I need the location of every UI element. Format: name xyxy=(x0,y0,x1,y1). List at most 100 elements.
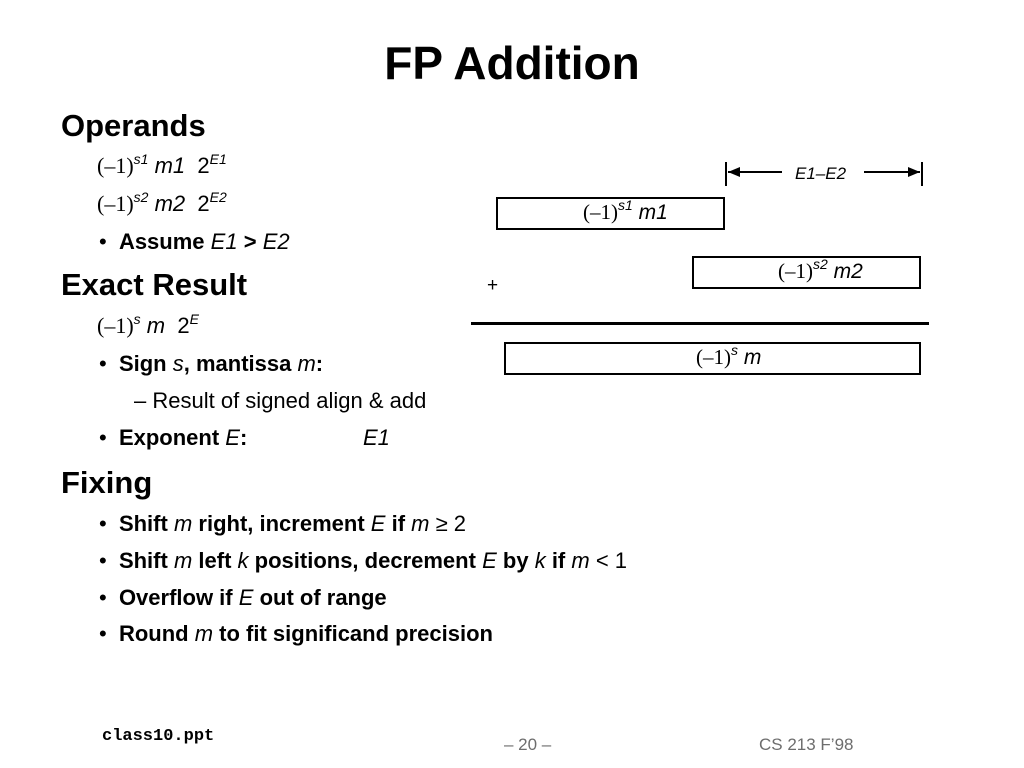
sub-bullet-align-add: – Result of signed align & add xyxy=(134,388,426,414)
var-m: m xyxy=(173,511,193,536)
var-m: m xyxy=(194,621,214,646)
arrowhead-left-icon xyxy=(728,167,740,177)
text: : xyxy=(315,351,324,376)
footer-filename: class10.ppt xyxy=(102,727,215,746)
operand-1-line: (–1)s1 m1 2E1 xyxy=(97,151,227,179)
exponent: E1 xyxy=(209,151,227,167)
paren: (–1) xyxy=(97,153,134,178)
text: left xyxy=(198,548,232,573)
sign-exponent: s xyxy=(133,311,141,327)
sign-exponent: s1 xyxy=(133,151,149,167)
var-k: k xyxy=(534,548,546,573)
bullet-sign-mantissa: • Sign s, mantissa m: xyxy=(99,351,323,377)
sign-exponent: s xyxy=(731,342,738,358)
text: by xyxy=(502,548,529,573)
paren: (–1) xyxy=(97,191,134,216)
assume-lhs: E1 xyxy=(210,229,238,254)
var-E: E xyxy=(370,511,386,536)
text: Shift xyxy=(118,548,168,573)
sum-rule xyxy=(471,322,929,325)
result-box-label: (–1)s m xyxy=(696,342,762,370)
exact-result-line: (–1)s m 2E xyxy=(97,311,199,339)
var-m: m xyxy=(411,511,430,536)
var-k: k xyxy=(237,548,249,573)
var-E1: E1 xyxy=(363,425,390,450)
bullet-shift-left: • Shift m left k positions, decrement E … xyxy=(99,548,627,574)
text: positions, decrement xyxy=(254,548,476,573)
bullet-overflow: • Overflow if E out of range xyxy=(99,585,387,611)
mantissa: m xyxy=(146,313,166,338)
bullet-assume: • Assume E1 > E2 xyxy=(99,229,290,255)
bullet-glyph: • xyxy=(99,425,107,450)
footer-course: CS 213 F’98 xyxy=(759,735,854,754)
mantissa: m1 xyxy=(638,201,668,224)
bullet-round: • Round m to fit significand precision xyxy=(99,621,493,647)
text: if xyxy=(391,511,406,536)
var-E: E xyxy=(238,585,254,610)
result-box xyxy=(504,342,921,375)
operand-2-box xyxy=(692,256,921,289)
operand-1-box xyxy=(496,197,725,230)
text: , mantissa xyxy=(183,351,292,376)
bullet-glyph: • xyxy=(99,585,107,610)
var-m: m xyxy=(173,548,193,573)
bullet-shift-right: • Shift m right, increment E if m ≥ 2 xyxy=(99,511,466,537)
heading-exact-result: Exact Result xyxy=(61,267,248,302)
mantissa: m1 xyxy=(154,153,186,178)
paren: (–1) xyxy=(696,345,731,369)
text: : xyxy=(239,425,248,450)
paren: (–1) xyxy=(583,200,618,224)
text: if xyxy=(551,548,566,573)
text: Round xyxy=(118,621,189,646)
shift-dimension-arrow xyxy=(725,162,923,186)
footer-page-number: – 20 – xyxy=(504,735,552,754)
bullet-glyph: • xyxy=(99,229,107,254)
dash-glyph: – xyxy=(134,388,147,413)
var-E: E xyxy=(225,425,240,450)
text: right, increment xyxy=(198,511,365,536)
heading-fixing: Fixing xyxy=(61,465,153,500)
shift-label: E1–E2 xyxy=(795,164,846,184)
text: Result of signed align & add xyxy=(152,388,427,413)
text: < 1 xyxy=(595,548,628,573)
shift-label-text: E1–E2 xyxy=(795,164,847,183)
text: Exponent xyxy=(118,425,220,450)
assume-word: Assume xyxy=(118,229,205,254)
bullet-glyph: • xyxy=(99,511,107,536)
bullet-exponent: • Exponent E: xyxy=(99,425,247,451)
text: ≥ 2 xyxy=(435,511,467,536)
arrowhead-right-icon xyxy=(908,167,920,177)
paren: (–1) xyxy=(778,259,813,283)
sign-exponent: s2 xyxy=(133,189,149,205)
var-m: m xyxy=(571,548,590,573)
sign-exponent: s2 xyxy=(813,256,828,272)
var-E: E xyxy=(482,548,497,573)
base: 2 xyxy=(177,313,190,338)
operand-1-box-label: (–1)s1 m1 xyxy=(583,197,668,225)
var-m: m xyxy=(297,351,316,376)
paren: (–1) xyxy=(97,313,134,338)
text: Sign xyxy=(118,351,167,376)
bullet-glyph: • xyxy=(99,351,107,376)
bullet-glyph: • xyxy=(99,621,107,646)
exponent-value: E1 xyxy=(363,425,390,451)
slide-title: FP Addition xyxy=(384,37,640,89)
text: Overflow if xyxy=(118,585,233,610)
mantissa: m xyxy=(743,346,762,369)
sign-exponent: s1 xyxy=(618,197,633,213)
text: Shift xyxy=(118,511,168,536)
var-s: s xyxy=(172,351,184,376)
exponent: E xyxy=(189,311,199,327)
heading-operands: Operands xyxy=(61,108,206,143)
bullet-glyph: • xyxy=(99,548,107,573)
text: to fit significand precision xyxy=(219,621,493,646)
plus-sign: + xyxy=(487,275,499,296)
operand-2-box-label: (–1)s2 m2 xyxy=(778,256,863,284)
base: 2 xyxy=(197,191,210,216)
text: out of range xyxy=(259,585,387,610)
exponent: E2 xyxy=(209,189,227,205)
base: 2 xyxy=(197,153,210,178)
mantissa: m2 xyxy=(154,191,186,216)
assume-rhs: E2 xyxy=(262,229,290,254)
operand-2-line: (–1)s2 m2 2E2 xyxy=(97,189,227,217)
